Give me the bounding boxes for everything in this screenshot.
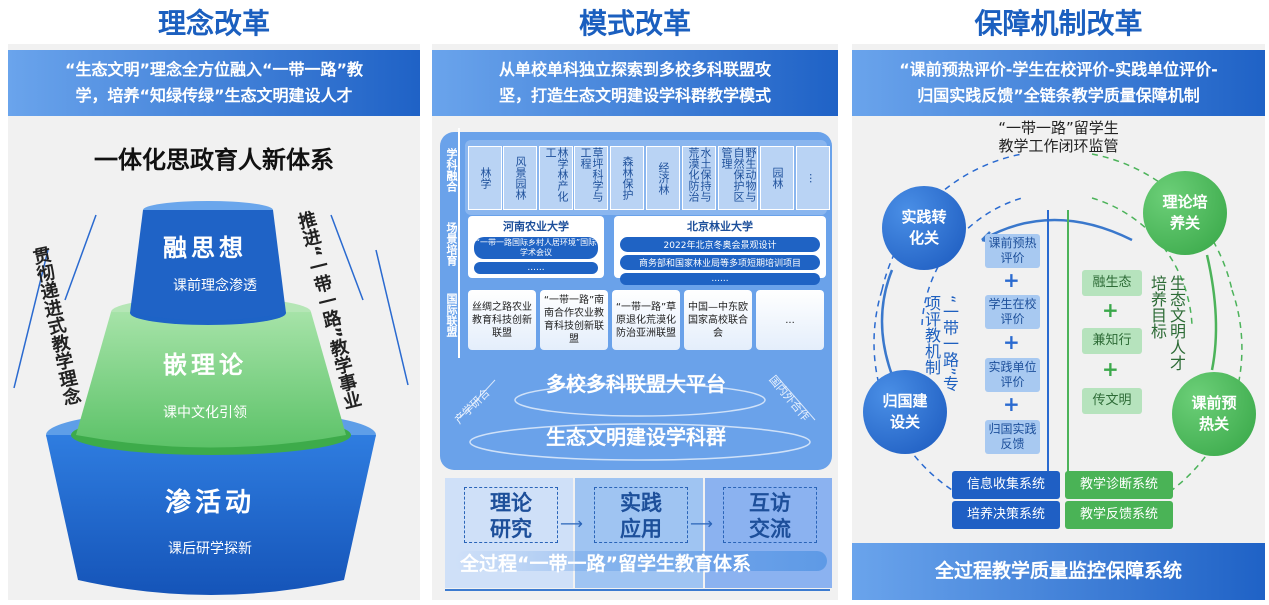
gate-practice-transform: 实践转化关 bbox=[882, 186, 966, 270]
plus-icon: + bbox=[1102, 298, 1119, 322]
section-title: 理念改革 bbox=[157, 7, 270, 40]
arrow-right-icon: ⟶ bbox=[690, 514, 713, 533]
eval-item: 课前预热评价 bbox=[985, 234, 1040, 268]
tier-title: 渗活动 bbox=[164, 488, 255, 518]
eval-item: 实践单位评价 bbox=[985, 358, 1040, 392]
university-name: 河南农业大学 bbox=[503, 220, 569, 233]
university-item: 商务部和国家林业局等多项短期培训项目 bbox=[620, 255, 820, 270]
axis-label: 国际联盟 bbox=[445, 293, 458, 337]
tier-title: 嵌理论 bbox=[163, 351, 247, 379]
step-box: 实践应用 bbox=[594, 487, 688, 543]
section-title: 模式改革 bbox=[578, 7, 691, 40]
subject-box: 林学林产化工 bbox=[539, 146, 573, 210]
university-card: 北京林业大学 2022年北京冬奥会景观设计 商务部和国家林业局等多项短期培训项目… bbox=[614, 216, 826, 285]
section-title: 保障机制改革 bbox=[974, 7, 1143, 40]
timeline-line bbox=[445, 589, 830, 591]
loop-label: “一带一路”留学生教学工作闭环监管 bbox=[998, 119, 1119, 155]
goal-item: 融生态 bbox=[1082, 270, 1142, 296]
subject-box: 森林保护 bbox=[610, 146, 644, 210]
header-line: 归国实践反馈”全链条教学质量保障机制 bbox=[917, 86, 1200, 105]
system-teaching-diagnosis: 教学诊断系统 bbox=[1065, 471, 1173, 499]
plus-icon: + bbox=[1003, 268, 1020, 292]
university-item: ...... bbox=[474, 262, 598, 274]
eval-item: 学生在校评价 bbox=[985, 295, 1040, 329]
header-line: “生态文明”理念全方位融入“一带一路”教 bbox=[64, 60, 364, 79]
university-item: “一带一路国际乡村人居环境”国际学术会议 bbox=[474, 237, 598, 259]
tier-subtitle: 课中文化引领 bbox=[163, 405, 247, 421]
alliance-box: ... bbox=[756, 290, 824, 350]
axis-label: 场景培育 bbox=[445, 222, 458, 266]
section-header: “课前预热评价-学生在校评价-实践单位评价- 归国实践反馈”全链条教学质量保障机制 bbox=[852, 50, 1265, 116]
goal-label: 生态文明人才培养目标 bbox=[1148, 275, 1186, 371]
cone-stack-graphic bbox=[13, 201, 409, 595]
university-item: ...... bbox=[620, 273, 820, 285]
university-card: 河南农业大学 “一带一路国际乡村人居环境”国际学术会议 ...... bbox=[468, 216, 604, 278]
plus-icon: + bbox=[1003, 392, 1020, 416]
left-heading: 一体化思政育人新体系 bbox=[94, 146, 334, 174]
subject-box: ... bbox=[796, 146, 830, 210]
platform-title: 多校多科联盟大平台 bbox=[546, 372, 726, 396]
gate-theory-cultivation: 理论培养关 bbox=[1143, 171, 1227, 255]
header-line: 坚，打造生态文明建设学科群教学模式 bbox=[498, 86, 771, 105]
subject-box: 野生动物与自然保护区管理 bbox=[718, 146, 758, 210]
alliance-box: “一带一路”南南合作农业教育科技创新联盟 bbox=[540, 290, 608, 350]
step-box: 互访交流 bbox=[723, 487, 817, 543]
system-cultivation-decision: 培养决策系统 bbox=[952, 501, 1060, 529]
university-name: 北京林业大学 bbox=[687, 220, 753, 233]
system-info-collection: 信息收集系统 bbox=[952, 471, 1060, 499]
gate-return-construction: 归国建设关 bbox=[863, 370, 947, 454]
quality-monitoring-footer: 全过程教学质量监控保障系统 bbox=[852, 543, 1265, 600]
header-line: 学，培养“知绿传绿”生态文明建设人才 bbox=[75, 86, 353, 105]
subject-box: 风景园林 bbox=[503, 146, 537, 210]
system-ribbon bbox=[455, 551, 827, 571]
subject-box: 经济林 bbox=[646, 146, 680, 210]
eval-item: 归国实践反馈 bbox=[985, 420, 1040, 454]
subject-box: 草坪科学与工程 bbox=[574, 146, 608, 210]
platform-discs bbox=[459, 379, 816, 461]
header-line: “课前预热评价-学生在校评价-实践单位评价- bbox=[899, 60, 1218, 79]
step-box: 理论研究 bbox=[464, 487, 558, 543]
subject-box: 园林 bbox=[760, 146, 794, 210]
goal-item: 传文明 bbox=[1082, 388, 1142, 414]
tier-subtitle: 课后研学探新 bbox=[168, 541, 252, 557]
alliance-box: 中国—中东欧国家高校联合会 bbox=[684, 290, 752, 350]
section-header: 从单校单科独立探索到多校多科联盟攻坚，打造生态文明建设学科群教学模式 bbox=[432, 50, 838, 116]
axis-label: 学科融合 bbox=[445, 148, 458, 192]
axis-line bbox=[458, 128, 460, 358]
tier-title: 融思想 bbox=[163, 234, 247, 262]
education-system-title: 全过程“一带一路”留学生教育体系 bbox=[460, 553, 751, 575]
discipline-group-title: 生态文明建设学科群 bbox=[546, 425, 726, 449]
gate-preclass-warmup: 课前预热关 bbox=[1172, 372, 1256, 456]
alliance-box: “一带一路”草原退化荒漠化防治亚洲联盟 bbox=[612, 290, 680, 350]
alliance-box: 丝绸之路农业教育科技创新联盟 bbox=[468, 290, 536, 350]
eval-mechanism-label: “一带一路”专项评教机制 bbox=[922, 295, 959, 392]
goal-item: 兼知行 bbox=[1082, 328, 1142, 354]
university-item: 2022年北京冬奥会景观设计 bbox=[620, 237, 820, 252]
subject-box: 水土保持与荒漠化防治 bbox=[682, 146, 716, 210]
system-teaching-feedback: 教学反馈系统 bbox=[1065, 501, 1173, 529]
section-header: “生态文明”理念全方位融入“一带一路”教学，培养“知绿传绿”生态文明建设人才 bbox=[8, 50, 420, 116]
arrow-right-icon: ⟶ bbox=[560, 514, 583, 533]
subject-box: 林学 bbox=[468, 146, 502, 210]
plus-icon: + bbox=[1003, 330, 1020, 354]
tier-subtitle: 课前理念渗透 bbox=[173, 278, 257, 294]
plus-icon: + bbox=[1102, 357, 1119, 381]
header-line: 从单校单科独立探索到多校多科联盟攻 bbox=[498, 60, 771, 79]
